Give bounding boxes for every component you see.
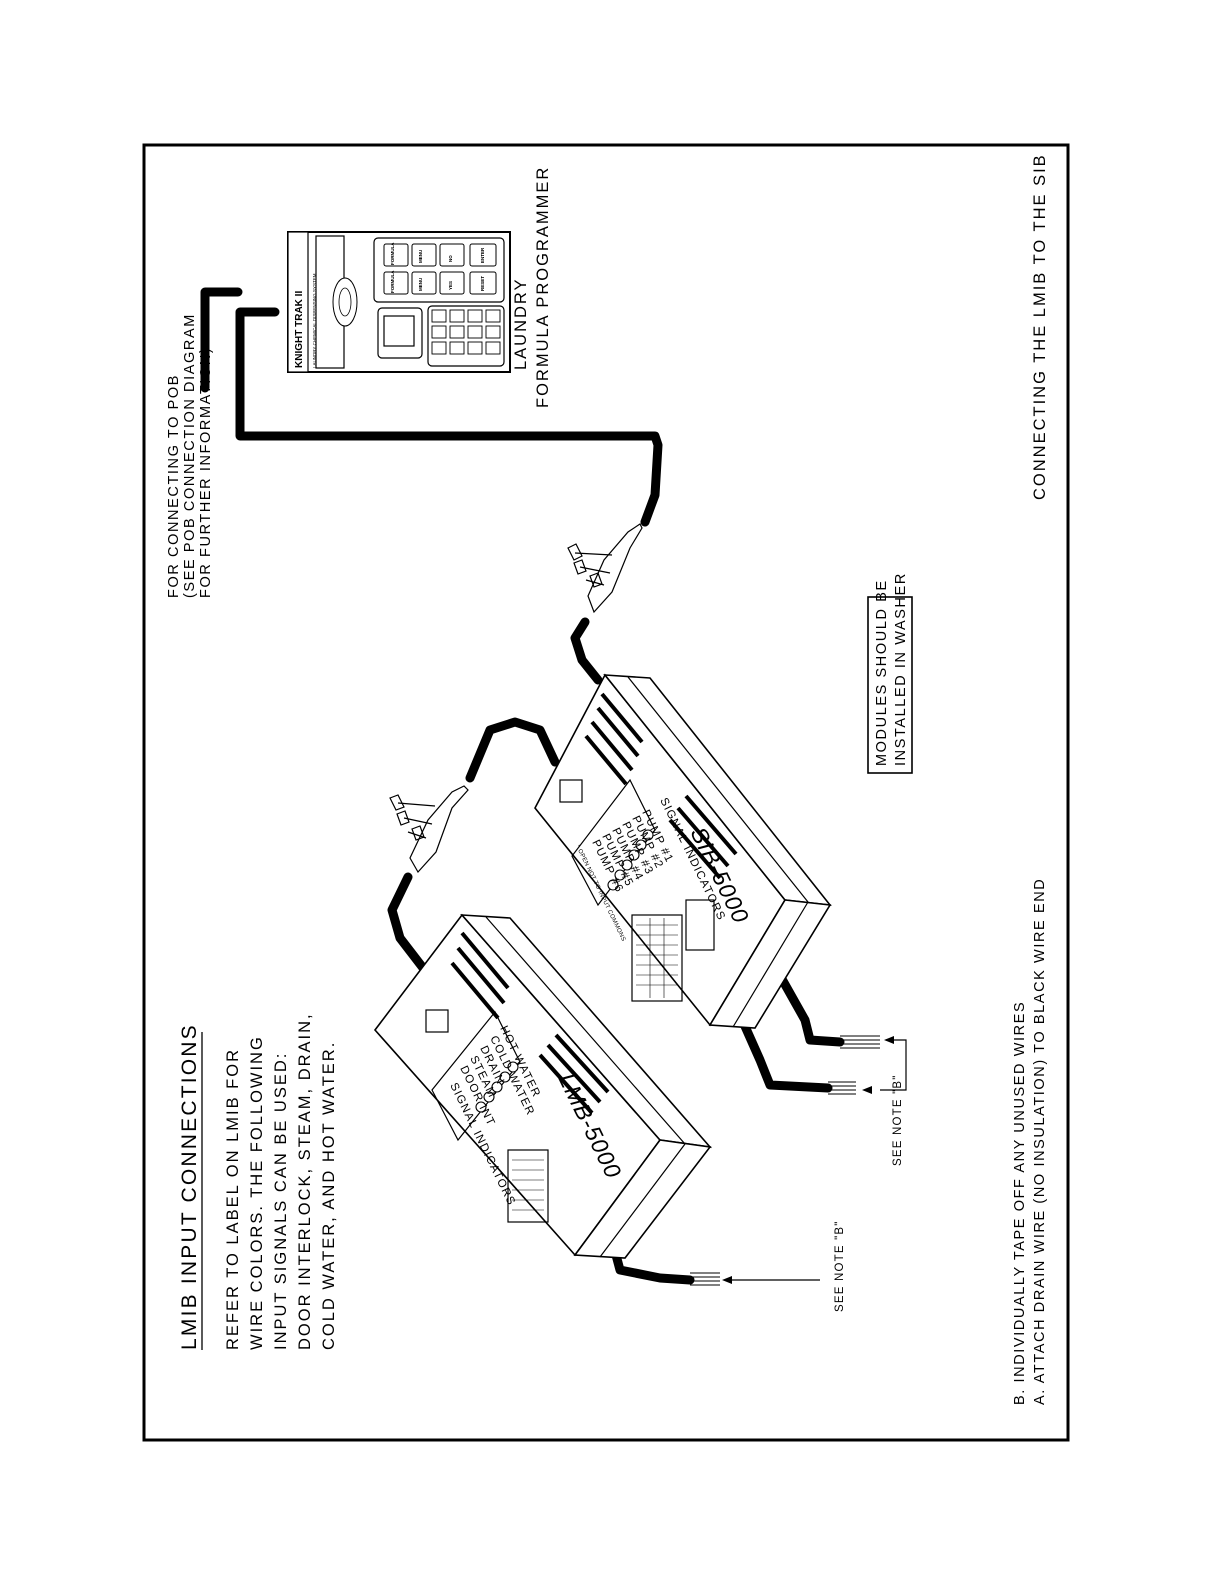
pob-note-line: FOR CONNECTING TO POB [166,374,182,598]
footer-title: CONNECTING THE LMIB TO THE SIB [1031,153,1049,500]
leader-right [880,1039,907,1091]
wire-nut-cap [389,794,405,811]
wire-nut-cap [411,825,425,841]
intro-line: DOOR INTERLOCK, STEAM, DRAIN, [296,1012,314,1350]
intro-line: COLD WATER, AND HOT WATER. [320,1041,338,1350]
sib-wire-label [631,914,683,1002]
device-key-label: YES [448,281,453,290]
lmib-sib-cable [465,717,560,783]
sib-stripes [584,692,738,880]
wire-connector-lower [409,785,469,874]
device-key-labels: FORMULA FORMULA MENU MENU YES NO RESET E… [390,242,485,293]
device-logo [332,277,358,327]
wire-nut [397,802,436,807]
sib-bottom-face [708,899,832,1029]
lmib-stripes [450,931,610,1115]
sib-input-cable [570,617,603,685]
sib-small-label [559,779,583,803]
lmib-indicator-lights [475,1061,519,1113]
sib-module: SIB-5000 SIGNAL INDICATORS PUMP #1 PUMP … [534,673,832,1029]
modules-note-box [867,596,913,774]
programmer-sib-cable [235,307,663,527]
wire-connector-upper [587,523,643,614]
wire-nut [403,817,433,825]
modules-note-line: MODULES SHOULD BE [874,579,890,766]
device-brand: KNIGHT TRAK II [294,291,305,368]
sib-label-strip [685,899,715,951]
drawing-border [142,143,1070,1442]
sib-signal-panel [571,778,656,907]
device-key-label: FORMULA [390,270,395,293]
wire-nut-cap [573,559,587,575]
programmer-label: LAUNDRY FORMULA PROGRAMMER [512,166,552,408]
device-key-label: ENTER [480,247,485,263]
lmib-small-label [425,1009,449,1033]
lmib-signal-panel [431,1010,521,1142]
device-tagline: LAUNDRY CHEMICAL DISPENSING SYSTEM [312,273,317,368]
arrow-icon [884,1036,894,1044]
arrow-icon [722,1276,732,1284]
device-key-label: FORMULA [390,242,395,265]
pob-note-line: FOR FURTHER INFORMATION) [198,347,214,598]
device-keys [383,243,497,295]
lmib-wire-label [507,1149,549,1223]
wire-nut-cap [396,810,410,826]
lmib-bottom-face [573,1139,712,1259]
device-key-label: RESET [480,276,485,291]
device-numpad [427,305,505,367]
device-key-label: MENU [418,250,423,263]
wire-nut-cap [567,543,583,561]
intro-text: REFER TO LABEL ON LMIB FOR WIRE COLORS. … [224,1012,338,1350]
intro-line: REFER TO LABEL ON LMIB FOR [224,1048,242,1350]
page-title: LMIB INPUT CONNECTIONS [178,1023,201,1350]
note-b: B. INDIVIDUALLY TAPE OFF ANY UNUSED WIRE… [1012,1001,1028,1405]
pob-note-line: (SEE POB CONNECTION DIAGRAM [182,313,198,598]
lmib-module: LMB-5000 SIGNAL INDICATORS DOOR INT STEA… [373,913,713,1259]
device-key-label: MENU [418,278,423,291]
lmib-input-cable [387,872,445,995]
intro-line: INPUT SIGNALS CAN BE USED: [272,1052,290,1350]
modules-note-line: INSTALLED IN WASHER [893,572,909,766]
device-key-label: NO [448,255,453,262]
see-note-left: SEE NOTE "B" [834,1220,846,1312]
programmer-device: KNIGHT TRAK II LAUNDRY CHEMICAL DISPENSI… [287,231,511,373]
programmer-label-line: LAUNDRY [512,277,530,370]
see-note-right: SEE NOTE "B" [892,1074,904,1166]
pob-note: FOR CONNECTING TO POB (SEE POB CONNECTIO… [166,313,214,598]
wire-nut-cap [589,572,603,588]
sib-indicator-lights [607,829,654,891]
programmer-label-line: FORMULA PROGRAMMER [534,166,552,408]
pob-cable [200,287,243,393]
stripped-wires [690,1035,880,1286]
intro-line: WIRE COLORS. THE FOLLOWING [248,1035,266,1350]
device-screen [383,315,415,347]
note-a: A. ATTACH DRAIN WIRE (NO INSULATION) TO … [1032,878,1048,1405]
device-brand-band [287,231,309,373]
arrow-icon [862,1086,872,1094]
device-numpad-keys [431,309,501,355]
